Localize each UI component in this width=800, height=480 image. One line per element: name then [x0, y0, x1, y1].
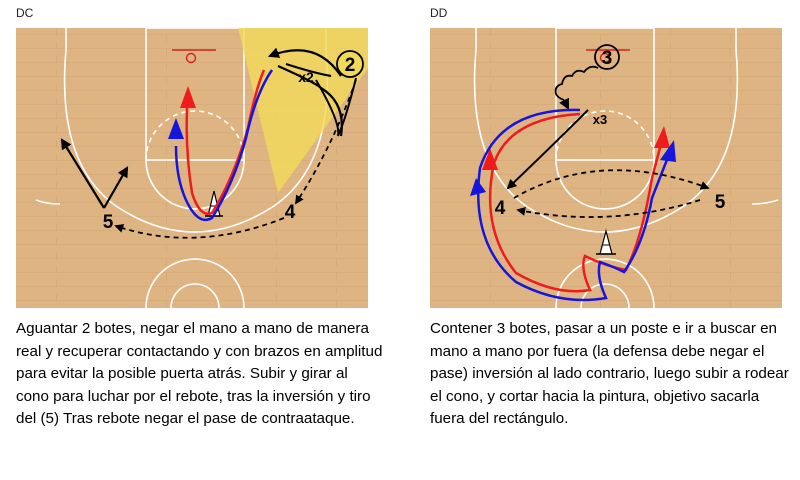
court-lines — [473, 28, 779, 308]
court-lines — [35, 28, 329, 308]
right-caption: Contener 3 botes, pasar a un poste e ir … — [430, 320, 789, 428]
player-3-circle — [594, 44, 620, 70]
player-5: 5 — [715, 192, 726, 213]
dashed-pass-4-to-5 — [513, 169, 710, 199]
arrow-5-up-right — [103, 166, 129, 209]
right-court-diagram: 3 x3 4 5 — [430, 28, 782, 308]
red-arrowhead-top — [654, 126, 670, 148]
hoop — [599, 52, 611, 64]
black-arc-mid — [320, 87, 343, 137]
blue-arrowhead-left — [470, 178, 486, 196]
right-panel-label: DD — [430, 6, 448, 20]
dashed-pass-5-to-4 — [516, 199, 701, 218]
arrow-5-up-left — [60, 138, 105, 209]
left-caption: Aguantar 2 botes, negar el mano a mano d… — [16, 320, 383, 428]
defender-x3: x3 — [593, 112, 607, 127]
dribble-zigzag — [554, 65, 599, 101]
player-2-circle — [336, 50, 364, 78]
player-4: 4 — [495, 198, 506, 219]
dashed-pass-4-to-5 — [114, 217, 285, 239]
dribble-arrow — [559, 97, 569, 110]
red-arrowhead-left — [482, 148, 498, 170]
player-4: 4 — [285, 202, 296, 223]
hoop — [185, 52, 197, 64]
arrow-to-4 — [506, 109, 589, 190]
red-arrowhead — [180, 86, 196, 108]
blue-arrowhead-top — [660, 140, 676, 162]
blue-path — [174, 69, 274, 222]
left-court-diagram: 2 x2 4 5 — [16, 28, 368, 308]
player-3: 3 — [602, 48, 613, 69]
right-court-svg: 3 x3 4 5 — [430, 28, 782, 308]
player-5: 5 — [103, 212, 114, 233]
black-arc-top — [267, 47, 342, 77]
defender-x2: x2 — [298, 69, 314, 85]
player-2: 2 — [345, 55, 356, 76]
blue-arrowhead — [168, 118, 184, 139]
left-panel-label: DC — [16, 6, 34, 20]
blue-path — [476, 108, 672, 302]
cone-icon — [596, 228, 616, 255]
left-court-svg: 2 x2 4 5 — [16, 28, 368, 308]
black-loop — [315, 77, 357, 137]
